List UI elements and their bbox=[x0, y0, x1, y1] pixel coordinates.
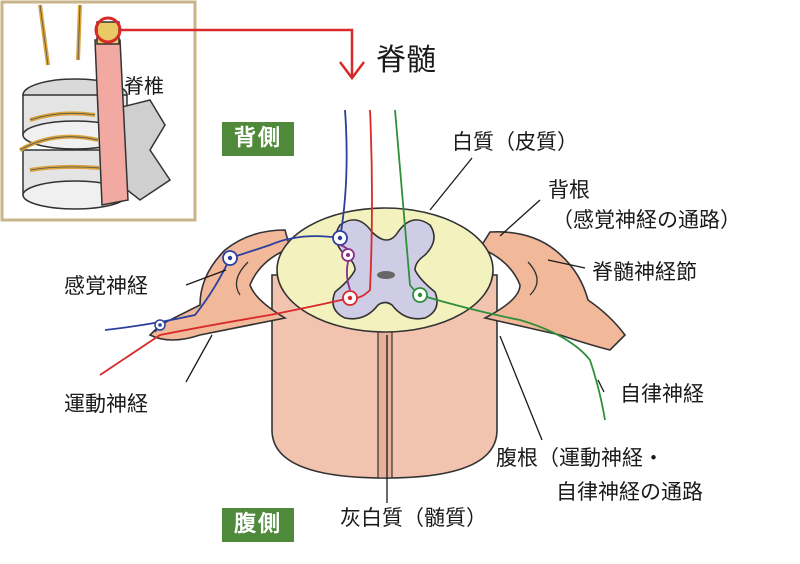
ventral-root-label: 腹根（運動神経・ bbox=[496, 446, 664, 470]
cord-cylinder bbox=[271, 274, 498, 479]
dorsal-root-label: 背根 bbox=[548, 178, 590, 202]
ventral-root-sublabel: 自律神経の通路 bbox=[556, 480, 703, 504]
motor-pathway bbox=[99, 109, 373, 376]
spinal-ganglion-label: 脊髄神経節 bbox=[592, 260, 697, 284]
pointer-arrow bbox=[120, 28, 365, 81]
autonomic-nerve-label: 自律神経 bbox=[620, 382, 704, 406]
dorsal-root-sublabel: （感覚神経の通路） bbox=[552, 208, 741, 232]
sensory-nerve-label: 感覚神経 bbox=[64, 274, 148, 298]
interneuron bbox=[339, 244, 355, 291]
sensory-pathway bbox=[104, 109, 348, 333]
dorsal-side-badge: 背側 bbox=[222, 122, 295, 156]
left-roots bbox=[148, 229, 291, 341]
white-matter-label: 白質（皮質） bbox=[452, 130, 578, 154]
vertebra-label: 脊椎 bbox=[124, 74, 164, 98]
gray-matter-label: 灰白質（髄質） bbox=[340, 506, 487, 530]
autonomic-pathway bbox=[394, 109, 606, 421]
title-spinal-cord: 脊髄 bbox=[376, 43, 436, 78]
central-canal bbox=[377, 271, 395, 279]
vertebra-inset bbox=[0, 0, 197, 222]
ventral-side-badge: 腹側 bbox=[222, 508, 295, 542]
gray-matter-shape bbox=[332, 219, 438, 320]
leader-lines bbox=[185, 157, 605, 503]
vertebra-illustration bbox=[19, 4, 172, 210]
right-roots bbox=[478, 231, 627, 351]
motor-nerve-label: 運動神経 bbox=[64, 392, 148, 416]
